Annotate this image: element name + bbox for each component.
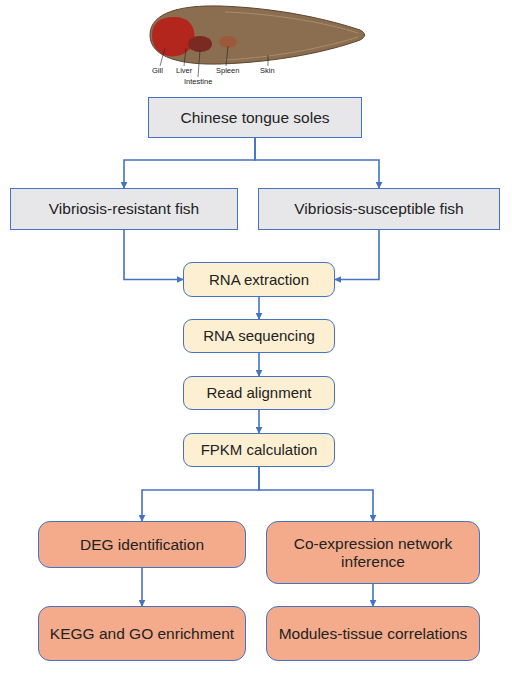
node-text: RNA sequencing [203,327,315,344]
flow-arrow [141,568,143,606]
organ-label: Spleen [216,66,239,75]
node-text: Modules-tissue correlations [279,625,468,643]
group-box: Vibriosis-resistant fish [10,188,238,230]
node-text: KEGG and GO enrichment [50,625,234,643]
node-text: Read alignment [206,384,311,401]
flow-arrow [258,297,260,319]
fish-gill-area [152,17,194,56]
node-text: RNA extraction [209,271,309,288]
leader-line [226,46,228,66]
organ-label: Intestine [184,77,212,86]
flow-arrow [258,410,260,433]
process-step: FPKM calculation [183,433,335,467]
process-step: RNA sequencing [183,319,335,353]
node-text: Co-expression network inference [273,535,473,571]
process-step: RNA extraction [183,262,335,297]
node-text: Vibriosis-susceptible fish [294,200,463,218]
analysis-box: Modules-tissue correlations [266,606,480,661]
fish-fin-line [225,12,358,33]
leader-line [160,48,165,66]
node-text: Vibriosis-resistant fish [49,200,199,218]
fish-body [150,6,365,64]
flow-arrow [124,230,183,280]
leader-lines [160,46,268,77]
analysis-box: DEG identification [38,521,246,568]
fish-organ [188,36,212,52]
node-text: FPKM calculation [201,441,318,458]
analysis-box: KEGG and GO enrichment [38,606,246,661]
fish-fin-line [225,37,358,60]
organ-label: Liver [176,66,192,75]
flow-arrow [335,230,379,280]
organ-label: Gill [152,66,163,75]
organ-label: Skin [260,66,275,75]
node-text: DEG identification [80,536,204,554]
node-text: Chinese tongue soles [180,109,329,127]
leader-line [268,55,269,66]
flow-arrow [142,467,259,521]
group-box: Vibriosis-susceptible fish [258,188,500,230]
flow-arrow [259,467,373,521]
flow-arrow [258,353,260,376]
analysis-box: Co-expression network inference [266,521,480,584]
process-step: Read alignment [183,376,335,410]
leader-line [184,48,186,66]
group-box: Chinese tongue soles [148,97,362,138]
leader-line [198,50,200,77]
flow-arrow [124,138,255,188]
flow-arrow [372,584,374,606]
flow-arrow [255,138,379,188]
